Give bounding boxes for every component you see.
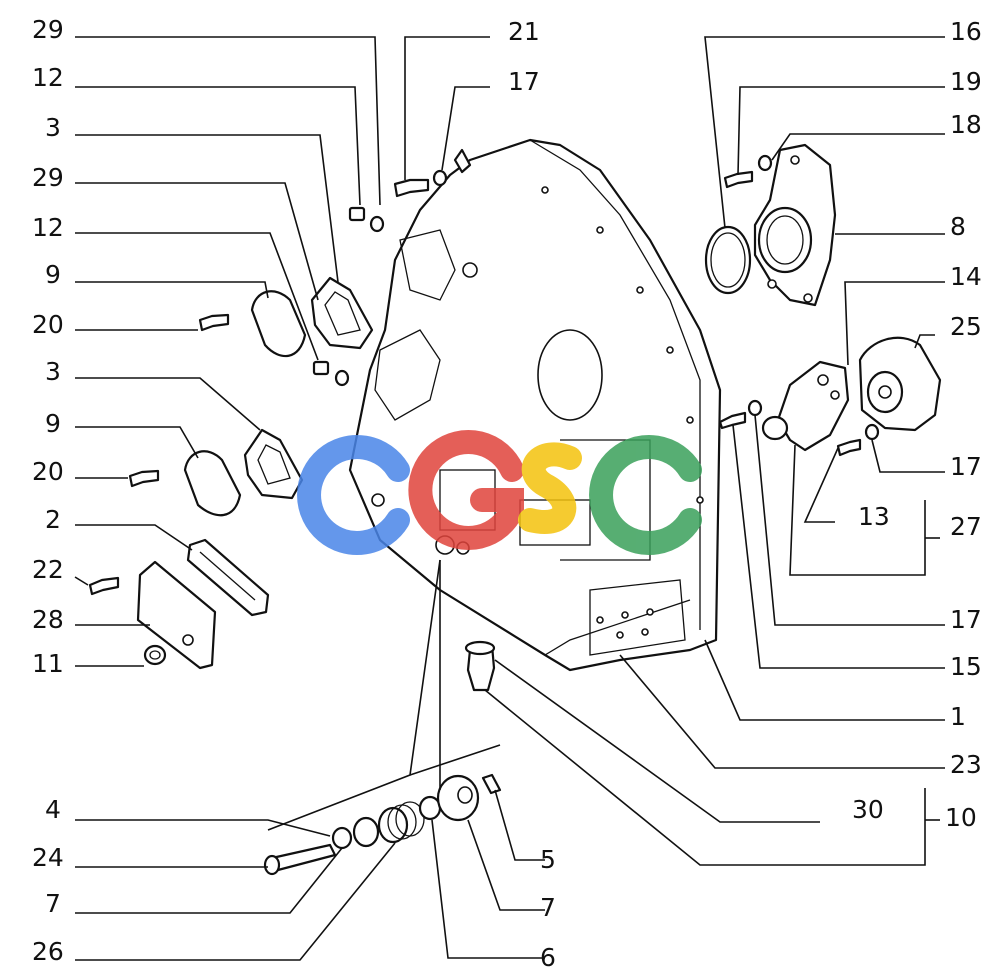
callout-5: 5	[540, 845, 556, 874]
watermark-logo	[297, 430, 702, 555]
bolt-20-lower	[128, 469, 160, 488]
callout-4: 4	[45, 795, 61, 824]
callout-26: 26	[32, 937, 64, 966]
callout-15: 15	[950, 652, 982, 681]
callout-16: 16	[950, 17, 982, 46]
spring-26	[377, 801, 425, 844]
callout-10: 10	[945, 803, 977, 832]
gasket-3-upper	[310, 276, 374, 350]
cover-25	[858, 336, 942, 432]
callouts-right: 16 19 18 8 14 25 17 13 27 17 15 1 23 30 …	[852, 17, 982, 832]
leader-lines	[74, 36, 945, 961]
callout-7-b: 7	[540, 893, 556, 922]
callout-3-a: 3	[45, 113, 61, 142]
cover-9-upper	[250, 290, 307, 358]
callout-9-b: 9	[45, 409, 61, 438]
callout-20-a: 20	[32, 310, 64, 339]
callout-27: 27	[950, 512, 982, 541]
callout-17-top: 17	[508, 67, 540, 96]
watermark-letter-s	[518, 442, 582, 534]
watermark-letter-c2	[589, 435, 702, 555]
watermark-letter-g	[408, 430, 524, 550]
o-ring-16	[704, 225, 752, 295]
callout-29-b: 29	[32, 163, 64, 192]
gasket-2	[186, 538, 270, 617]
cover-plate-28	[136, 560, 217, 670]
callout-1: 1	[950, 702, 966, 731]
callout-29-a: 29	[32, 15, 64, 44]
callout-12-b: 12	[32, 213, 64, 242]
callouts-top: 21 17	[508, 17, 540, 96]
bolt-19-and-washer-18	[723, 154, 773, 189]
callout-3-b: 3	[45, 357, 61, 386]
bolt-21-and-washer-17	[393, 148, 472, 198]
callout-23: 23	[950, 750, 982, 779]
gasket-3-lower	[243, 428, 304, 500]
callout-12-a: 12	[32, 63, 64, 92]
callout-22: 22	[32, 555, 64, 584]
callout-18: 18	[950, 110, 982, 139]
callout-30: 30	[852, 795, 884, 824]
callout-24: 24	[32, 843, 64, 872]
watermark-letter-c1	[297, 435, 410, 555]
bearing-housing-8	[753, 143, 837, 307]
plug-30	[464, 640, 496, 692]
bolt-22	[88, 576, 120, 596]
callout-19: 19	[950, 67, 982, 96]
ring-left	[352, 816, 380, 848]
callout-11: 11	[32, 649, 64, 678]
callout-2: 2	[45, 505, 61, 534]
callout-14: 14	[950, 262, 982, 291]
callout-13: 13	[858, 502, 890, 531]
plug-11	[143, 644, 167, 666]
cover-9-lower	[183, 450, 242, 517]
bolt-and-washer-12	[348, 206, 385, 233]
callouts-left: 29 12 3 29 12 9 20 3 9 20 2 22 28 11 4 2…	[32, 15, 64, 966]
bolt-and-washer-12-lower	[312, 360, 350, 387]
flange-13	[761, 360, 850, 452]
callout-20-b: 20	[32, 457, 64, 486]
callout-7-a: 7	[45, 889, 61, 918]
callout-28: 28	[32, 605, 64, 634]
callout-9-a: 9	[45, 260, 61, 289]
cap-7	[436, 774, 480, 822]
callout-21: 21	[508, 17, 540, 46]
pin-5	[481, 773, 502, 795]
callout-17-r1: 17	[950, 452, 982, 481]
callouts-bottom: 5 7 6	[540, 845, 556, 972]
bolt-17-right	[836, 423, 880, 457]
callout-8: 8	[950, 212, 966, 241]
callout-25: 25	[950, 312, 982, 341]
callout-6: 6	[540, 943, 556, 972]
main-housing	[348, 138, 722, 672]
bolt-20-upper	[198, 313, 230, 332]
bolt-15-and-washer-17	[718, 399, 763, 430]
callout-17-r2: 17	[950, 605, 982, 634]
washer-7-left	[331, 826, 353, 850]
screw-24	[263, 843, 337, 876]
